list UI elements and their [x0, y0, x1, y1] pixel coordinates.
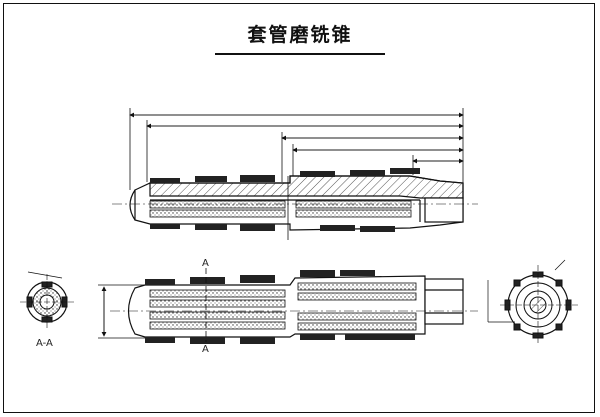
- top-section-view: [112, 108, 478, 240]
- dimension-lines: [129, 108, 464, 222]
- title-underline: [215, 53, 385, 55]
- bottom-blades: [145, 270, 415, 344]
- bottom-side-view: [98, 268, 478, 344]
- section-mark-top: A: [202, 258, 209, 269]
- height-dimension: [98, 284, 148, 339]
- drawing-title: 套管磨铣锥: [247, 24, 353, 46]
- carbide-inserts-bottom: [149, 282, 417, 331]
- section-mark-bottom: A: [202, 344, 209, 355]
- end-view: [487, 259, 578, 345]
- section-a-a-view: [20, 271, 74, 330]
- carbide-inserts-top: [149, 200, 412, 218]
- top-blades-lower: [150, 224, 395, 232]
- top-blades-upper: [150, 168, 420, 183]
- drawing-frame: [3, 3, 595, 413]
- section-a-a-label: A-A: [36, 338, 53, 349]
